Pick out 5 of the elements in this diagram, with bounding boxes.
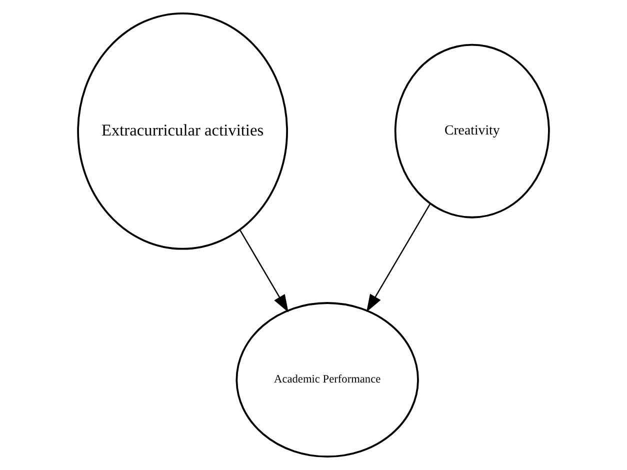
node-ellipse: Academic Performance	[236, 302, 419, 458]
node-ellipse: Creativity	[394, 44, 550, 218]
node-ellipse: Extracurricular activities	[77, 12, 288, 250]
arrow	[366, 203, 431, 312]
arrow	[239, 229, 288, 312]
